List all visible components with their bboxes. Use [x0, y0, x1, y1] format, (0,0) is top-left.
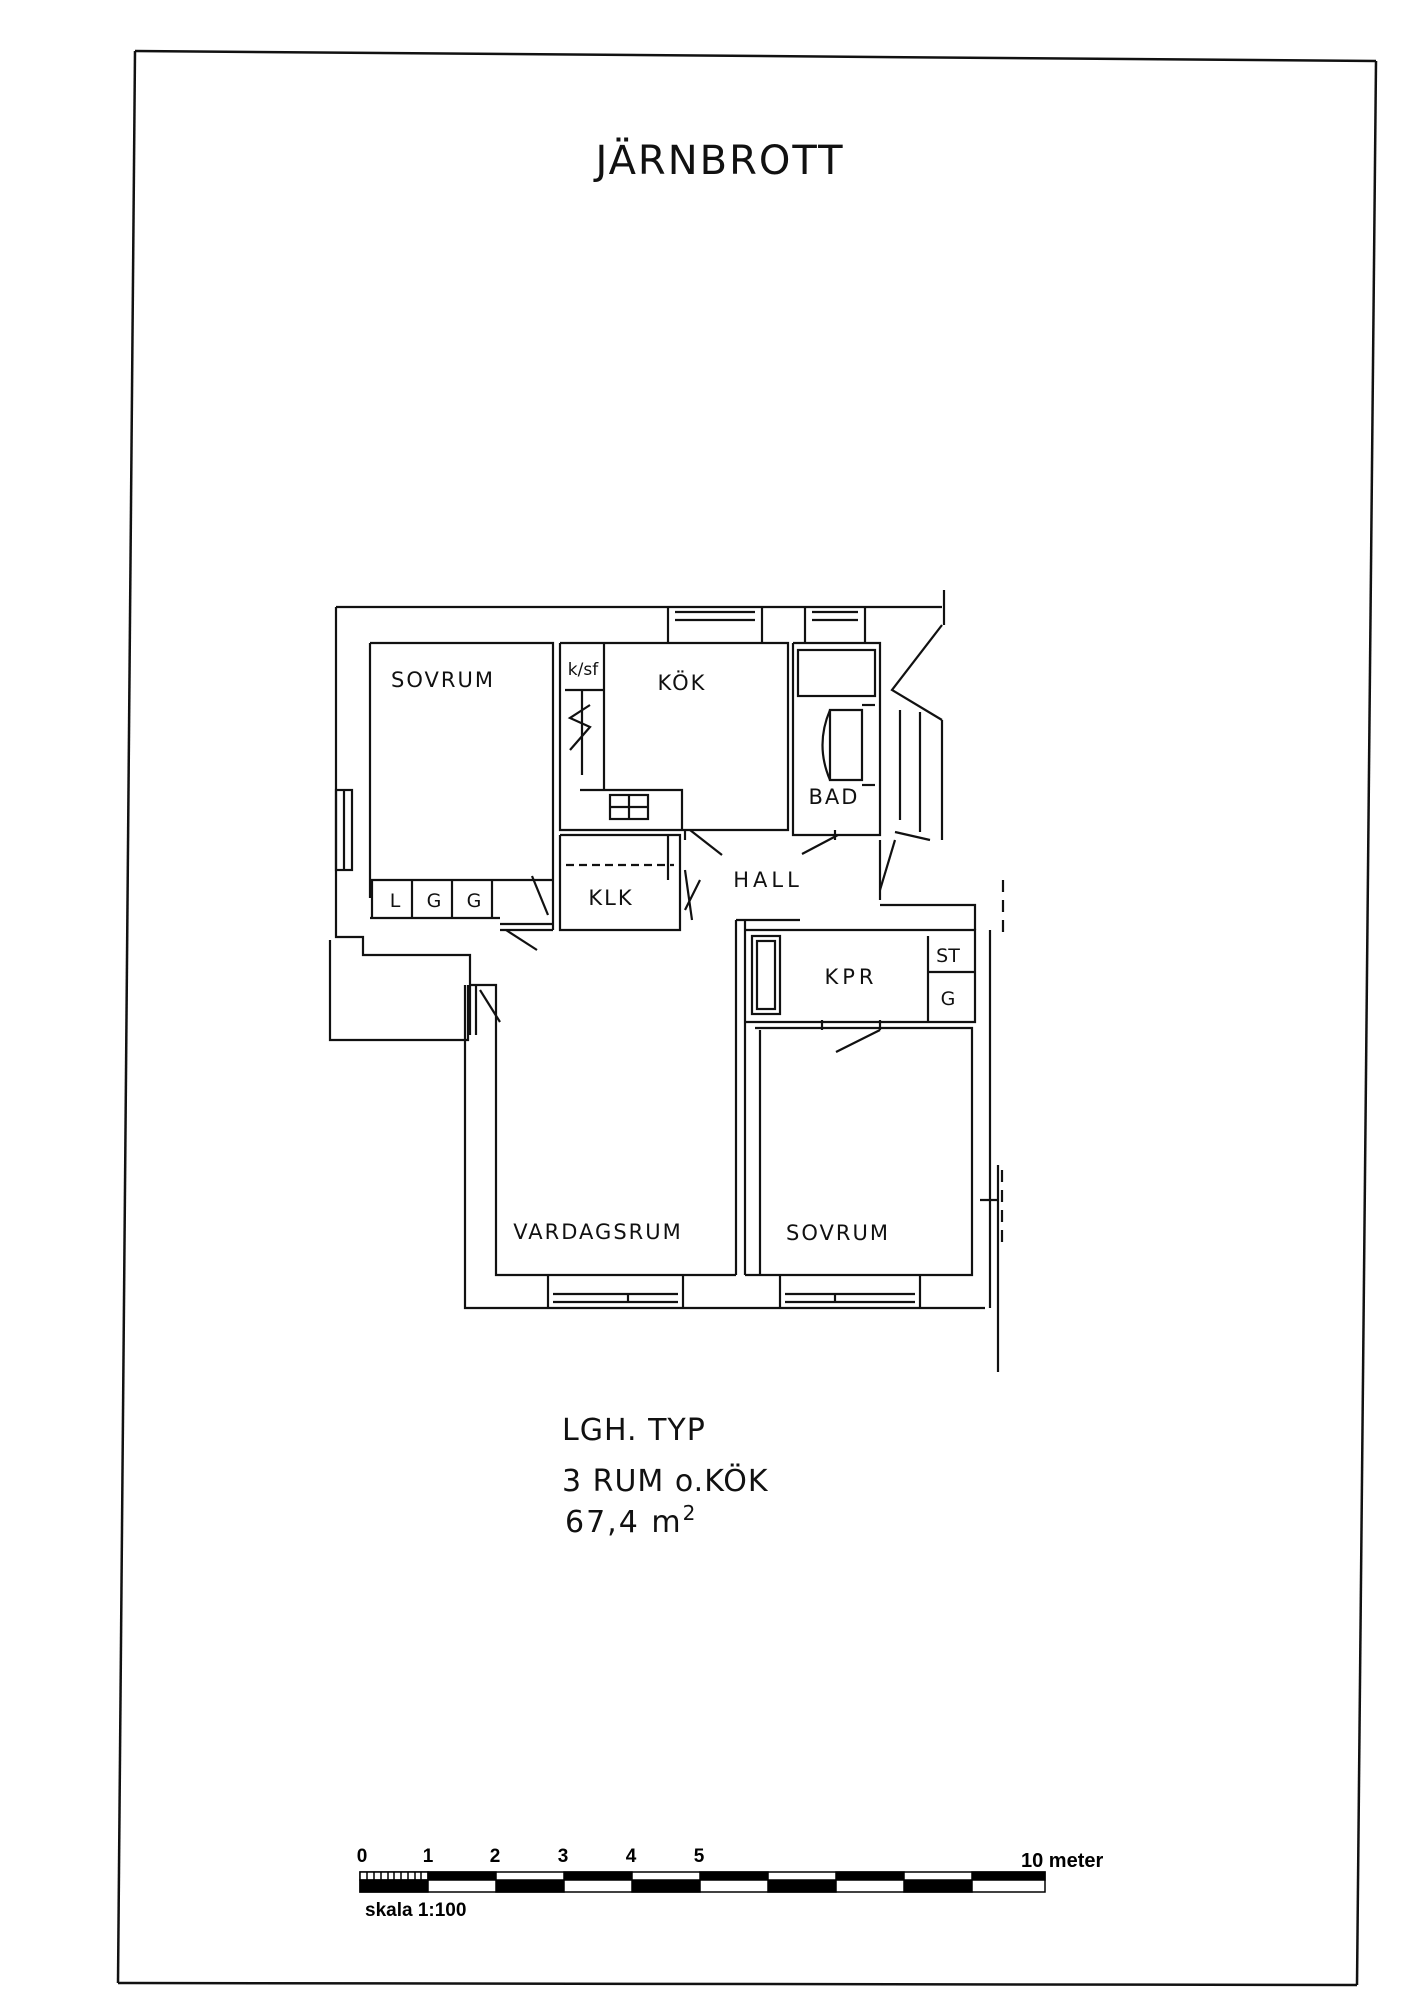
scale-tick-3: 3: [558, 1846, 569, 1867]
window-bottom-bedroom: [778, 1275, 922, 1308]
kitchen-walls: [558, 641, 790, 832]
window-bottom-living: [546, 1275, 685, 1308]
label-sovrum-left: SOVRUM: [391, 668, 495, 692]
label-kpr: KPR: [824, 965, 877, 989]
scale-tick-5: 5: [694, 1846, 705, 1867]
window-left-side: [334, 788, 354, 872]
label-l: L: [390, 890, 401, 912]
scale-tick-0: 0: [357, 1846, 368, 1867]
area-value: 67,4 m: [565, 1505, 683, 1540]
apartment-info: LGH. TYP 3 RUM o.KÖK 67,4 m2: [562, 1413, 769, 1540]
label-kok: KÖK: [658, 670, 707, 695]
scale-tick-1: 1: [423, 1846, 434, 1867]
label-bad: BAD: [809, 785, 860, 809]
apartment-type: LGH. TYP: [562, 1413, 706, 1448]
floor-plan: [328, 590, 1005, 1372]
hall-doors: [683, 829, 839, 856]
drawing-title: JÄRNBROTT: [592, 136, 844, 184]
scale-bar: 0 1 2 3 4 5 10 meter: [357, 1846, 1104, 1921]
bathroom-walls: [791, 641, 882, 837]
label-hall: HALL: [733, 868, 803, 892]
area-unit-exponent: 2: [683, 1501, 698, 1525]
label-g-1: G: [427, 890, 442, 912]
label-g-2: G: [467, 890, 482, 912]
label-klk: KLK: [588, 886, 633, 910]
window-top-kitchen: [666, 607, 764, 643]
right-side-markings: [1000, 880, 1005, 1250]
page-border: [116, 49, 1378, 1987]
window-top-bath: [803, 607, 867, 643]
hall-walls: [734, 918, 800, 1275]
scale-caption: skala 1:100: [365, 1900, 466, 1921]
label-sovrum-right: SOVRUM: [786, 1221, 890, 1245]
label-g-3: G: [941, 988, 956, 1010]
scale-bar-graphic: [359, 1871, 1046, 1893]
bedroom-right-walls: [745, 1020, 998, 1277]
bedroom-left-walls: [370, 641, 555, 951]
scale-end-label: 10 meter: [1021, 1850, 1103, 1872]
apartment-area: 67,4 m2: [565, 1501, 697, 1540]
room-labels: SOVRUM KÖK k/sf BAD HALL KLK L G G KPR S…: [390, 660, 961, 1245]
scale-tick-4: 4: [626, 1846, 637, 1867]
label-ksf: k/sf: [568, 660, 599, 680]
apartment-rooms: 3 RUM o.KÖK: [562, 1463, 769, 1499]
closet-kpr-walls: [745, 928, 977, 1024]
scale-tick-2: 2: [490, 1846, 501, 1867]
closet-klk-walls: [558, 833, 701, 932]
outer-walls: [328, 590, 1000, 1372]
stairwell: [878, 624, 944, 900]
label-vardagsrum: VARDAGSRUM: [513, 1220, 682, 1244]
label-st: ST: [936, 945, 960, 967]
living-room-walls: [468, 983, 736, 1277]
